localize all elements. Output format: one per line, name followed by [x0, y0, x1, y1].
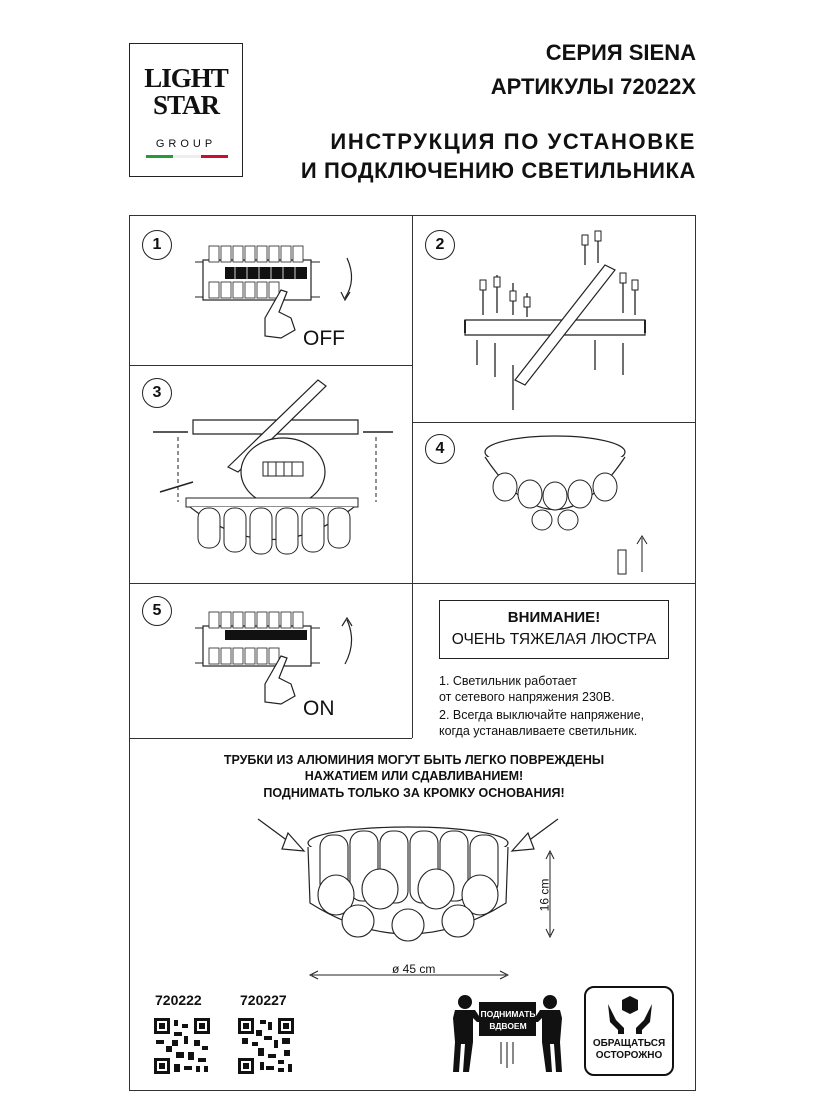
article-720227: 720227	[240, 992, 287, 1008]
people-lifting-icon	[453, 995, 562, 1072]
step-1-off-label: OFF	[303, 327, 345, 350]
caution-line-1: ТРУБКИ ИЗ АЛЮМИНИЯ МОГУТ БЫТЬ ЛЕГКО ПОВР…	[223, 753, 605, 767]
series-title: СЕРИЯ SIENA	[545, 40, 696, 65]
hand-icon	[264, 655, 296, 705]
warning-box: ВНИМАНИЕ! ОЧЕНЬ ТЯЖЕЛАЯ ЛЮСТРА	[439, 600, 669, 659]
caution-line-2: НАЖАТИЕМ ИЛИ СДАВЛИВАНИЕМ!	[304, 769, 524, 783]
divider-step2-step4	[412, 422, 696, 423]
chandelier-dimension-diagram	[257, 818, 559, 980]
hand-icon	[264, 289, 296, 339]
handle-with-care-sign: ОБРАЩАТЬСЯ ОСТОРОЖНО	[584, 986, 674, 1076]
logo-line-3: GROUP	[155, 138, 217, 150]
note-line-3: 2. Всегда выключайте напряжение,	[439, 708, 645, 722]
qr-code-icon[interactable]	[154, 1018, 210, 1074]
divider-step1-step3	[129, 365, 412, 366]
lift-sign-line-2: ВДВОЕМ	[489, 1021, 527, 1031]
italian-flag-stripe	[146, 155, 228, 158]
note-line-2: от сетевого напряжения 230В.	[439, 690, 615, 704]
lift-sign-line-1: ПОДНИМАТЬ	[480, 1009, 536, 1019]
column-divider	[412, 215, 413, 738]
instruction-title-line-2: И ПОДКЛЮЧЕНИЮ СВЕТИЛЬНИКА	[300, 158, 696, 183]
step-5-on-label: ON	[303, 697, 335, 720]
divider-row-3	[129, 583, 696, 584]
step-5-number: 5	[142, 596, 172, 626]
step-3-number: 3	[142, 378, 172, 408]
qr-code-icon[interactable]	[238, 1018, 294, 1074]
logo-line-2: STAR	[152, 90, 220, 120]
note-line-1: 1. Светильник работает	[439, 674, 577, 688]
mounting-bracket-diagram	[464, 230, 646, 410]
step-3-mounting-diagram	[153, 379, 393, 555]
warning-subtitle: ОЧЕНЬ ТЯЖЕЛАЯ ЛЮСТРА	[451, 631, 657, 648]
care-sign-line-1: ОБРАЩАТЬСЯ	[592, 1038, 666, 1049]
breaker-off-icon	[195, 245, 353, 339]
note-line-4: когда устанавливаете светильник.	[439, 724, 638, 738]
care-sign-line-2: ОСТОРОЖНО	[595, 1050, 663, 1061]
diameter-dimension: ø 45 cm	[392, 962, 436, 976]
step-4-chandelier-diagram	[484, 435, 648, 575]
breaker-on-icon	[195, 611, 353, 705]
fragile-box-icon	[608, 996, 652, 1034]
brand-logo: LIGHT STAR GROUP	[129, 43, 243, 177]
step-2-number: 2	[425, 230, 455, 260]
step-4-number: 4	[425, 434, 455, 464]
step-1-number: 1	[142, 230, 172, 260]
divider-step5-bottom	[129, 738, 412, 739]
article-720222: 720222	[155, 992, 202, 1008]
instruction-title-line-1: ИНСТРУКЦИЯ ПО УСТАНОВКЕ	[330, 129, 696, 154]
warning-title: ВНИМАНИЕ!	[507, 609, 601, 626]
height-dimension: 16 cm	[537, 878, 552, 912]
articles-title: АРТИКУЛЫ 72022X	[490, 74, 696, 99]
caution-line-3: ПОДНИМАТЬ ТОЛЬКО ЗА КРОМКУ ОСНОВАНИЯ!	[263, 786, 565, 800]
logo-line-1: LIGHT	[144, 63, 229, 93]
